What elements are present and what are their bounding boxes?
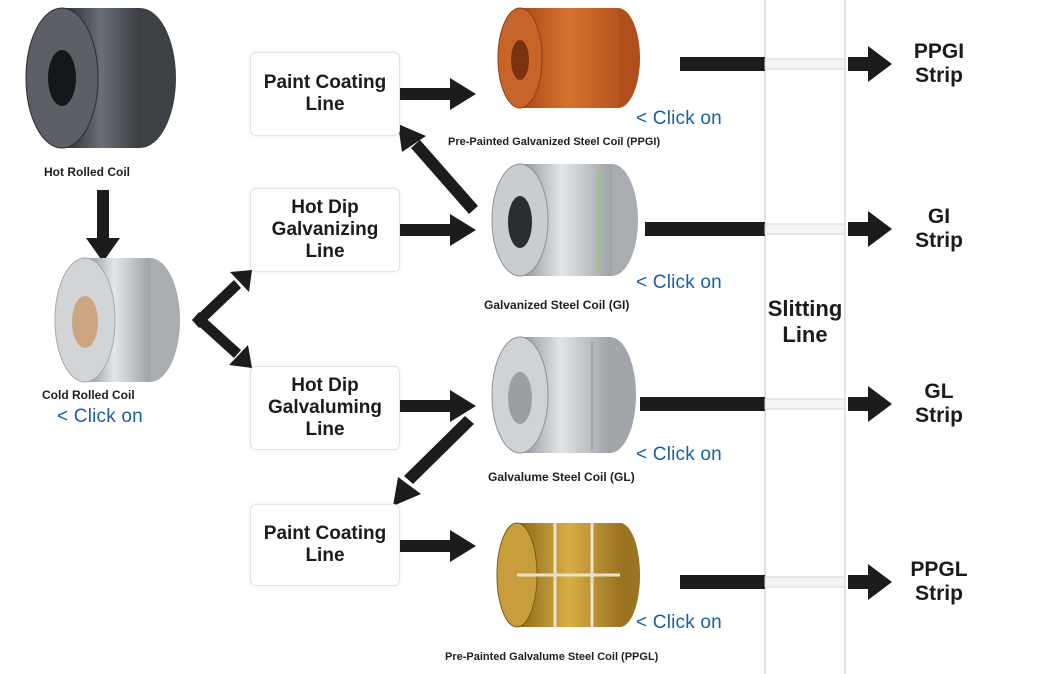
- arrow-shaft: [192, 280, 241, 328]
- arrow-head: [450, 78, 476, 110]
- ppgi-coil-label: Pre-Painted Galvanized Steel Coil (PPGI): [448, 136, 661, 148]
- arrow-shaft: [97, 190, 109, 240]
- arrow-head: [868, 211, 892, 247]
- arrow-head: [229, 345, 252, 368]
- arrow-head: [86, 238, 120, 262]
- gl-click-on-link[interactable]: < Click on: [636, 444, 722, 465]
- arrow-shaft: [404, 416, 474, 484]
- paint-coating-line-box-bottom: Paint Coating Line: [250, 504, 400, 586]
- paint-coating-line-box-top: Paint Coating Line: [250, 52, 400, 136]
- cold-rolled-coil-image: [54, 257, 180, 383]
- arrow-head: [450, 214, 476, 246]
- ppgi-strip-label: PPGI Strip: [913, 40, 965, 87]
- hot-rolled-coil-label: Hot Rolled Coil: [44, 165, 130, 179]
- arrow-head: [868, 386, 892, 422]
- arrow-shaft: [192, 312, 241, 358]
- arrow-head: [868, 46, 892, 82]
- gi-strip-label: GI Strip: [915, 205, 963, 252]
- arrow-head: [450, 530, 476, 562]
- ppgl-coil-label: Pre-Painted Galvalume Steel Coil (PPGL): [445, 651, 659, 663]
- arrow-head: [868, 564, 892, 600]
- gi-coil-image: [491, 163, 638, 277]
- gi-coil-label: Galvanized Steel Coil (GI): [484, 298, 630, 312]
- cold-rolled-click-on-link[interactable]: < Click on: [57, 406, 143, 427]
- ppgl-click-on-link[interactable]: < Click on: [636, 612, 722, 633]
- hot-dip-galvanizing-line-box: Hot Dip Galvanizing Line: [250, 188, 400, 272]
- slitting-line-label: Slitting Line: [767, 296, 843, 347]
- arrow-head: [450, 390, 476, 422]
- gl-strip-label: GL Strip: [915, 380, 963, 427]
- gi-click-on-link[interactable]: < Click on: [636, 272, 722, 293]
- hot-dip-galvaluming-line-box: Hot Dip Galvaluming Line: [250, 366, 400, 450]
- ppgi-coil-image: [497, 7, 640, 109]
- arrow-shaft: [411, 140, 478, 214]
- gl-coil-label: Galvalume Steel Coil (GL): [488, 470, 635, 484]
- gl-coil-image: [491, 336, 636, 454]
- arrow-head: [398, 124, 426, 152]
- cold-rolled-coil-label: Cold Rolled Coil: [42, 388, 135, 402]
- ppgl-strip-label: PPGL Strip: [910, 558, 968, 605]
- hot-rolled-coil-image: [25, 7, 176, 149]
- arrow-head: [393, 477, 421, 506]
- ppgl-coil-image: [496, 522, 640, 628]
- ppgi-click-on-link[interactable]: < Click on: [636, 108, 722, 129]
- arrow-head: [230, 270, 252, 292]
